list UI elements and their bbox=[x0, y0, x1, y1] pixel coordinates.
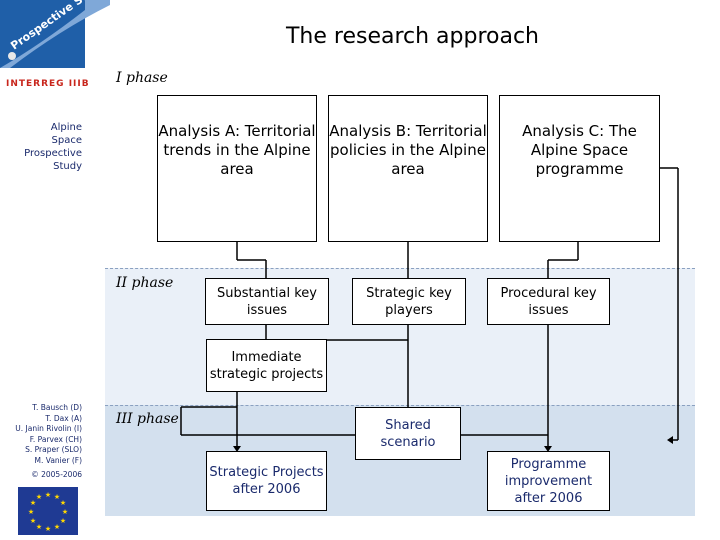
slide-title: The research approach bbox=[285, 24, 540, 49]
programme-improvement-text: Programme improvement after 2006 bbox=[504, 456, 593, 506]
svg-text:★: ★ bbox=[60, 517, 66, 525]
svg-text:★: ★ bbox=[60, 499, 66, 507]
prospective-study-logo: Prospective Study bbox=[0, 0, 110, 68]
analysis-b-box: Analysis B: Territorial policies in the … bbox=[328, 95, 488, 242]
sidebar: Prospective Study INTERREG IIIB Alpine S… bbox=[0, 0, 110, 540]
eu-flag-icon: ★★★ ★★★ ★★★ ★★★ bbox=[18, 487, 78, 535]
svg-text:★: ★ bbox=[62, 508, 68, 516]
svg-text:★: ★ bbox=[36, 493, 42, 501]
analysis-a-box: Analysis A: Territorial trends in the Al… bbox=[157, 95, 317, 242]
immediate-projects-text: Immediate strategic projects bbox=[209, 349, 324, 382]
procedural-box: Procedural key issues bbox=[487, 278, 610, 325]
svg-text:★: ★ bbox=[30, 499, 36, 507]
phase-1-label: I phase bbox=[116, 70, 168, 86]
interreg-label: INTERREG IIIB bbox=[6, 79, 90, 89]
svg-text:★: ★ bbox=[54, 523, 60, 531]
analysis-c-box: Analysis C: The Alpine Space programme bbox=[499, 95, 660, 242]
analysis-a-text: Analysis A: Territorial trends in the Al… bbox=[158, 122, 316, 178]
copyright: © 2005-2006 bbox=[31, 470, 82, 479]
strategic-projects-text: Strategic Projects after 2006 bbox=[209, 465, 324, 497]
shared-scenario-box: Shared scenario bbox=[355, 407, 461, 460]
immediate-projects-box: Immediate strategic projects bbox=[206, 339, 327, 392]
analysis-c-text: Analysis C: The Alpine Space programme bbox=[522, 122, 637, 178]
svg-text:★: ★ bbox=[30, 517, 36, 525]
phase-3-label: III phase bbox=[116, 411, 179, 427]
svg-text:★: ★ bbox=[45, 525, 51, 533]
authors-list: T. Bausch (D) T. Dax (A) U. Janin Rivoli… bbox=[15, 403, 82, 465]
programme-improvement-box: Programme improvement after 2006 bbox=[487, 451, 610, 511]
svg-text:★: ★ bbox=[45, 491, 51, 499]
svg-text:★: ★ bbox=[36, 523, 42, 531]
procedural-text: Procedural key issues bbox=[500, 285, 597, 318]
study-label: Alpine Space Prospective Study bbox=[24, 122, 82, 172]
key-issues-text: Substantial key issues bbox=[217, 285, 317, 318]
strategic-projects-box: Strategic Projects after 2006 bbox=[206, 451, 327, 511]
key-issues-box: Substantial key issues bbox=[205, 278, 329, 325]
key-players-box: Strategic key players bbox=[352, 278, 466, 325]
analysis-b-text: Analysis B: Territorial policies in the … bbox=[329, 122, 487, 178]
key-players-text: Strategic key players bbox=[366, 285, 452, 318]
svg-text:★: ★ bbox=[54, 493, 60, 501]
svg-text:★: ★ bbox=[28, 508, 34, 516]
shared-scenario-text: Shared scenario bbox=[380, 417, 436, 450]
phase-2-label: II phase bbox=[116, 275, 174, 291]
